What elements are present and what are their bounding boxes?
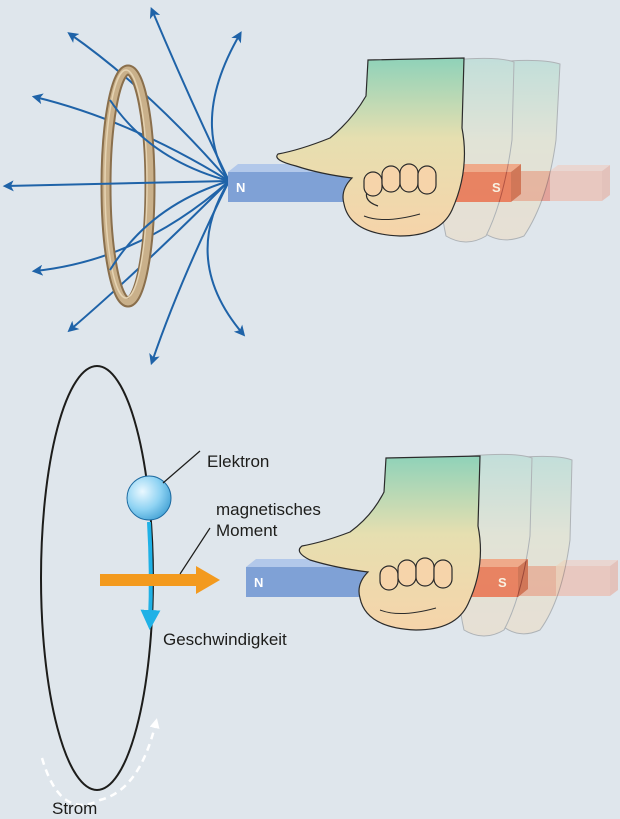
north-pole-label: N [254, 575, 263, 590]
electron-icon [127, 476, 171, 520]
current-label: Strom [52, 799, 97, 818]
field-line [35, 181, 229, 271]
field-line [152, 181, 229, 362]
field-line [208, 181, 243, 334]
field-line [110, 100, 229, 181]
field-line [6, 181, 229, 186]
electron-label: Elektron [207, 452, 269, 471]
moment-label-line1: magnetisches [216, 500, 321, 519]
moment-leader [180, 528, 210, 574]
field-line [212, 34, 240, 181]
top-panel: N S [6, 10, 610, 362]
electron-leader [163, 451, 200, 483]
hand-icon [277, 58, 560, 242]
moment-arrow [100, 566, 220, 594]
hand-icon [299, 454, 572, 636]
velocity-label: Geschwindigkeit [163, 630, 287, 649]
field-line [35, 97, 229, 181]
north-pole-label: N [236, 180, 245, 195]
velocity-arrow [149, 522, 151, 622]
field-lines-back [35, 10, 229, 362]
moment-label-line2: Moment [216, 521, 278, 540]
bottom-panel: Elektron magnetisches Moment Geschwindig… [41, 366, 618, 818]
